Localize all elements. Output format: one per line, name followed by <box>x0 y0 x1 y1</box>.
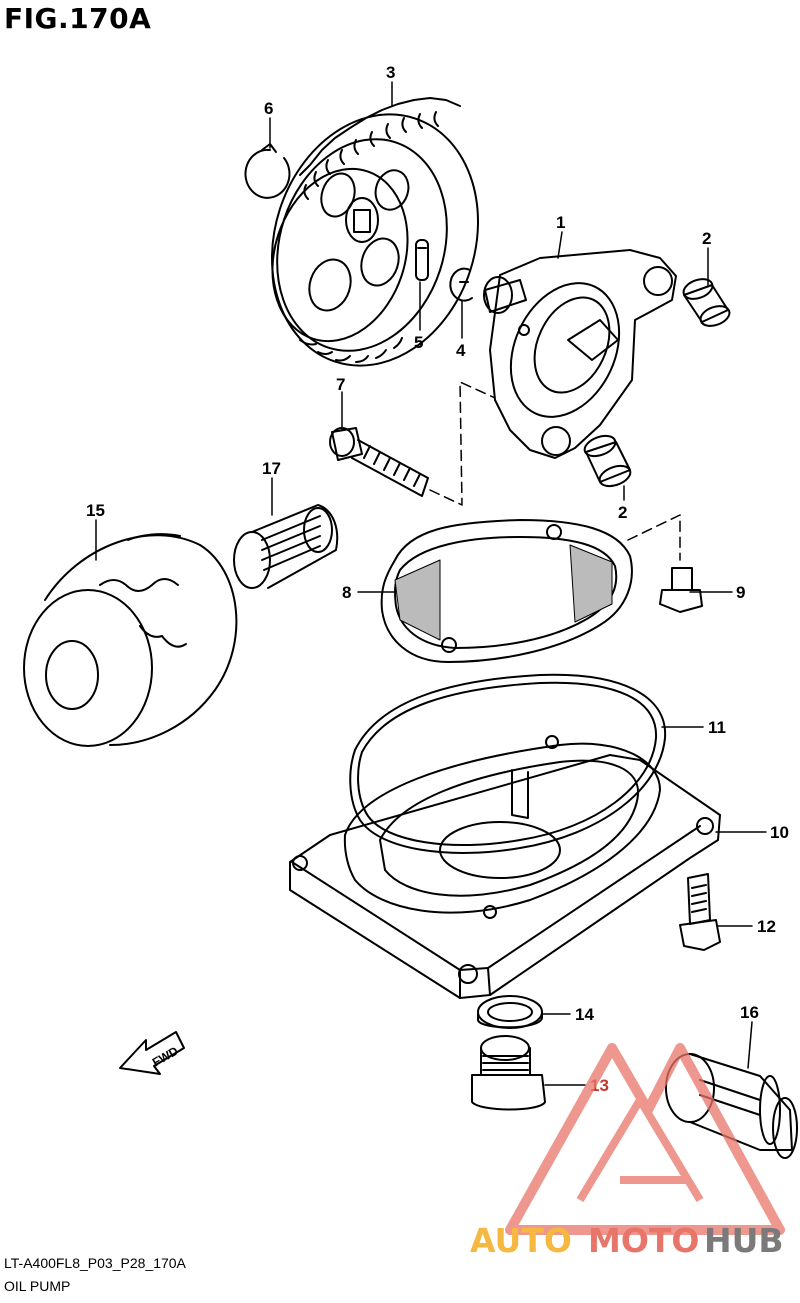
callout-11: 11 <box>708 718 726 737</box>
callout-3: 3 <box>386 63 395 82</box>
union-bolt <box>233 504 339 589</box>
watermark-moto: MOTO <box>588 1221 699 1260</box>
dowel-pin-lower <box>583 434 632 488</box>
pin <box>415 239 429 281</box>
oil-pan <box>289 735 721 999</box>
callout-2-lower: 2 <box>618 503 627 522</box>
callout-10: 10 <box>770 823 789 842</box>
guide-line <box>429 381 496 506</box>
callout-16: 16 <box>740 1003 759 1022</box>
fwd-arrow-icon <box>119 1031 185 1075</box>
oil-pressure-switch <box>665 1053 798 1159</box>
figure-name: OIL PUMP <box>4 1278 71 1294</box>
pan-bolt <box>679 873 721 951</box>
callout-9: 9 <box>736 583 745 602</box>
drain-plug <box>471 1035 546 1111</box>
oil-strainer <box>380 519 633 663</box>
strainer-bolt <box>659 567 703 613</box>
callout-4: 4 <box>456 341 466 360</box>
e-clip <box>449 267 473 302</box>
driven-gear <box>270 97 480 367</box>
oil-pump-body <box>483 249 677 459</box>
dowel-pin-upper <box>682 278 731 327</box>
guide-line-bolt <box>627 514 681 561</box>
leader-lines <box>95 81 767 1086</box>
fwd-label: FWD <box>150 1044 181 1070</box>
figure-title: FIG.170A <box>4 2 152 35</box>
figure-code: LT-A400FL8_P03_P28_170A <box>4 1255 186 1271</box>
oil-filter <box>23 533 238 747</box>
drain-gasket <box>477 995 543 1029</box>
callout-1: 1 <box>556 213 565 232</box>
watermark-logo <box>505 1043 785 1235</box>
watermark-auto: AUTO <box>470 1221 572 1260</box>
callout-5: 5 <box>414 333 423 352</box>
callout-6: 6 <box>264 99 273 118</box>
watermark-hub: HUB <box>704 1221 784 1260</box>
callout-8: 8 <box>342 583 351 602</box>
o-ring <box>349 673 667 854</box>
callout-7: 7 <box>336 375 345 394</box>
callout-12: 12 <box>757 917 776 936</box>
circlip <box>244 143 291 199</box>
callout-17: 17 <box>262 459 281 478</box>
pump-bolt <box>329 427 429 497</box>
callout-14: 14 <box>575 1005 594 1024</box>
callout-2-upper: 2 <box>702 229 711 248</box>
callout-15: 15 <box>86 501 105 520</box>
